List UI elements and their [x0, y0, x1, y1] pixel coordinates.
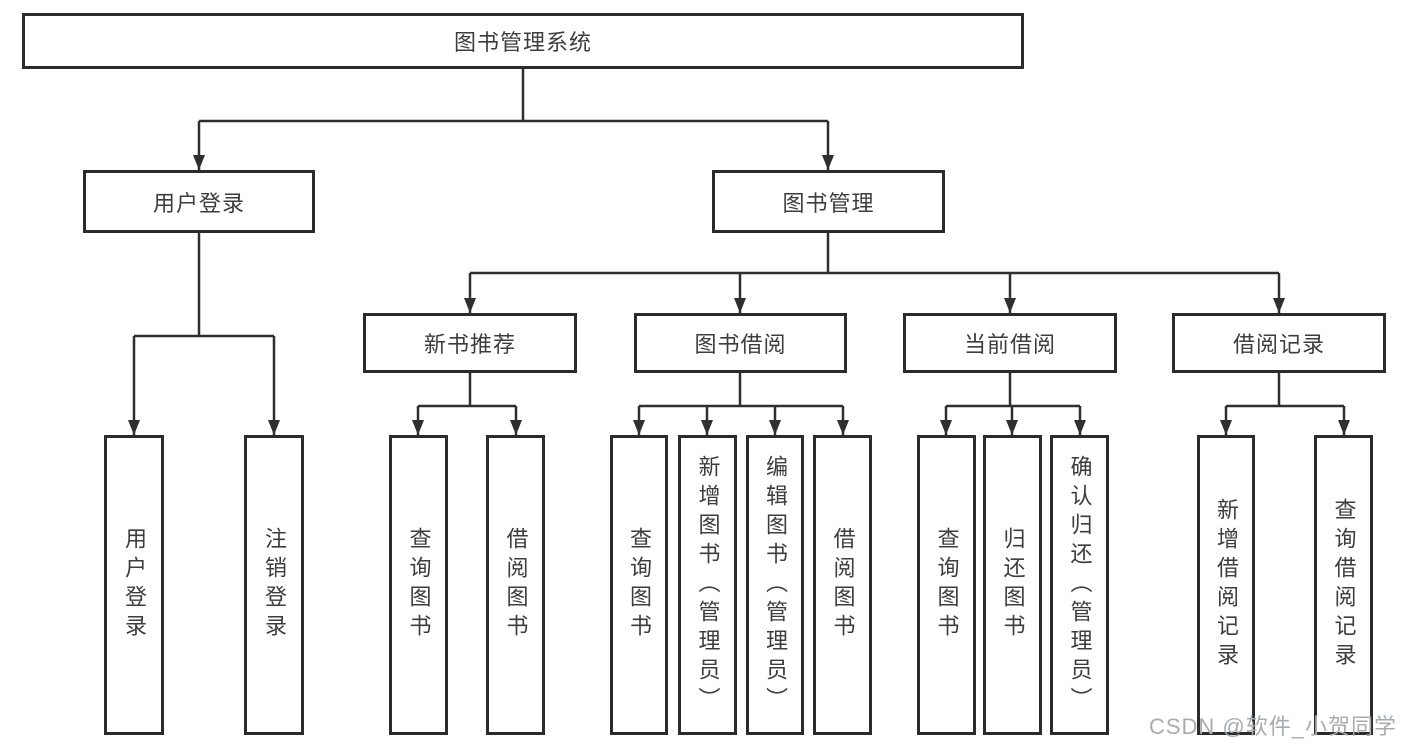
leaf-edit-books-admin: 编辑图书（管理员） — [746, 435, 804, 735]
leaf-query-borrow-record-label: 查询借阅记录 — [1331, 498, 1357, 672]
leaf-query-books-current-label: 查询图书 — [934, 527, 960, 643]
leaf-query-books-borrowing: 查询图书 — [610, 435, 668, 735]
leaf-query-books-current: 查询图书 — [917, 435, 976, 735]
leaf-query-books-recommend: 查询图书 — [389, 435, 448, 735]
leaf-query-books-borrowing-label: 查询图书 — [627, 527, 652, 643]
leaf-return-books: 归还图书 — [983, 435, 1042, 735]
node-borrowing-records: 借阅记录 — [1172, 313, 1386, 373]
leaf-logout: 注销登录 — [244, 435, 304, 735]
node-new-book-recommendation: 新书推荐 — [363, 313, 577, 373]
leaf-edit-books-admin-label: 编辑图书（管理员） — [763, 454, 788, 716]
leaf-add-borrow-record-label: 新增借阅记录 — [1214, 498, 1239, 672]
node-library-management-system: 图书管理系统 — [22, 13, 1024, 69]
leaf-logout-label: 注销登录 — [262, 527, 287, 643]
leaf-query-books-recommend-label: 查询图书 — [406, 527, 432, 643]
leaf-borrow-books-label: 借阅图书 — [830, 527, 856, 643]
leaf-user-login-label: 用户登录 — [122, 527, 147, 643]
connector-trunks — [134, 69, 1344, 408]
leaf-borrow-books: 借阅图书 — [813, 435, 872, 735]
leaf-confirm-return-admin-label: 确认归还（管理员） — [1067, 454, 1093, 716]
leaf-confirm-return-admin: 确认归还（管理员） — [1050, 435, 1109, 735]
leaf-query-borrow-record: 查询借阅记录 — [1314, 435, 1373, 735]
leaf-add-borrow-record: 新增借阅记录 — [1197, 435, 1255, 735]
leaf-borrow-books-recommend: 借阅图书 — [486, 435, 545, 735]
node-user-login: 用户登录 — [83, 170, 315, 233]
node-book-borrowing: 图书借阅 — [634, 313, 847, 373]
leaf-return-books-label: 归还图书 — [1000, 527, 1026, 643]
leaf-add-books-admin-label: 新增图书（管理员） — [695, 454, 721, 716]
node-current-borrowing: 当前借阅 — [903, 313, 1117, 373]
leaf-borrow-books-recommend-label: 借阅图书 — [503, 527, 529, 643]
node-book-management: 图书管理 — [712, 170, 945, 233]
leaf-user-login: 用户登录 — [104, 435, 164, 735]
leaf-add-books-admin: 新增图书（管理员） — [678, 435, 737, 735]
